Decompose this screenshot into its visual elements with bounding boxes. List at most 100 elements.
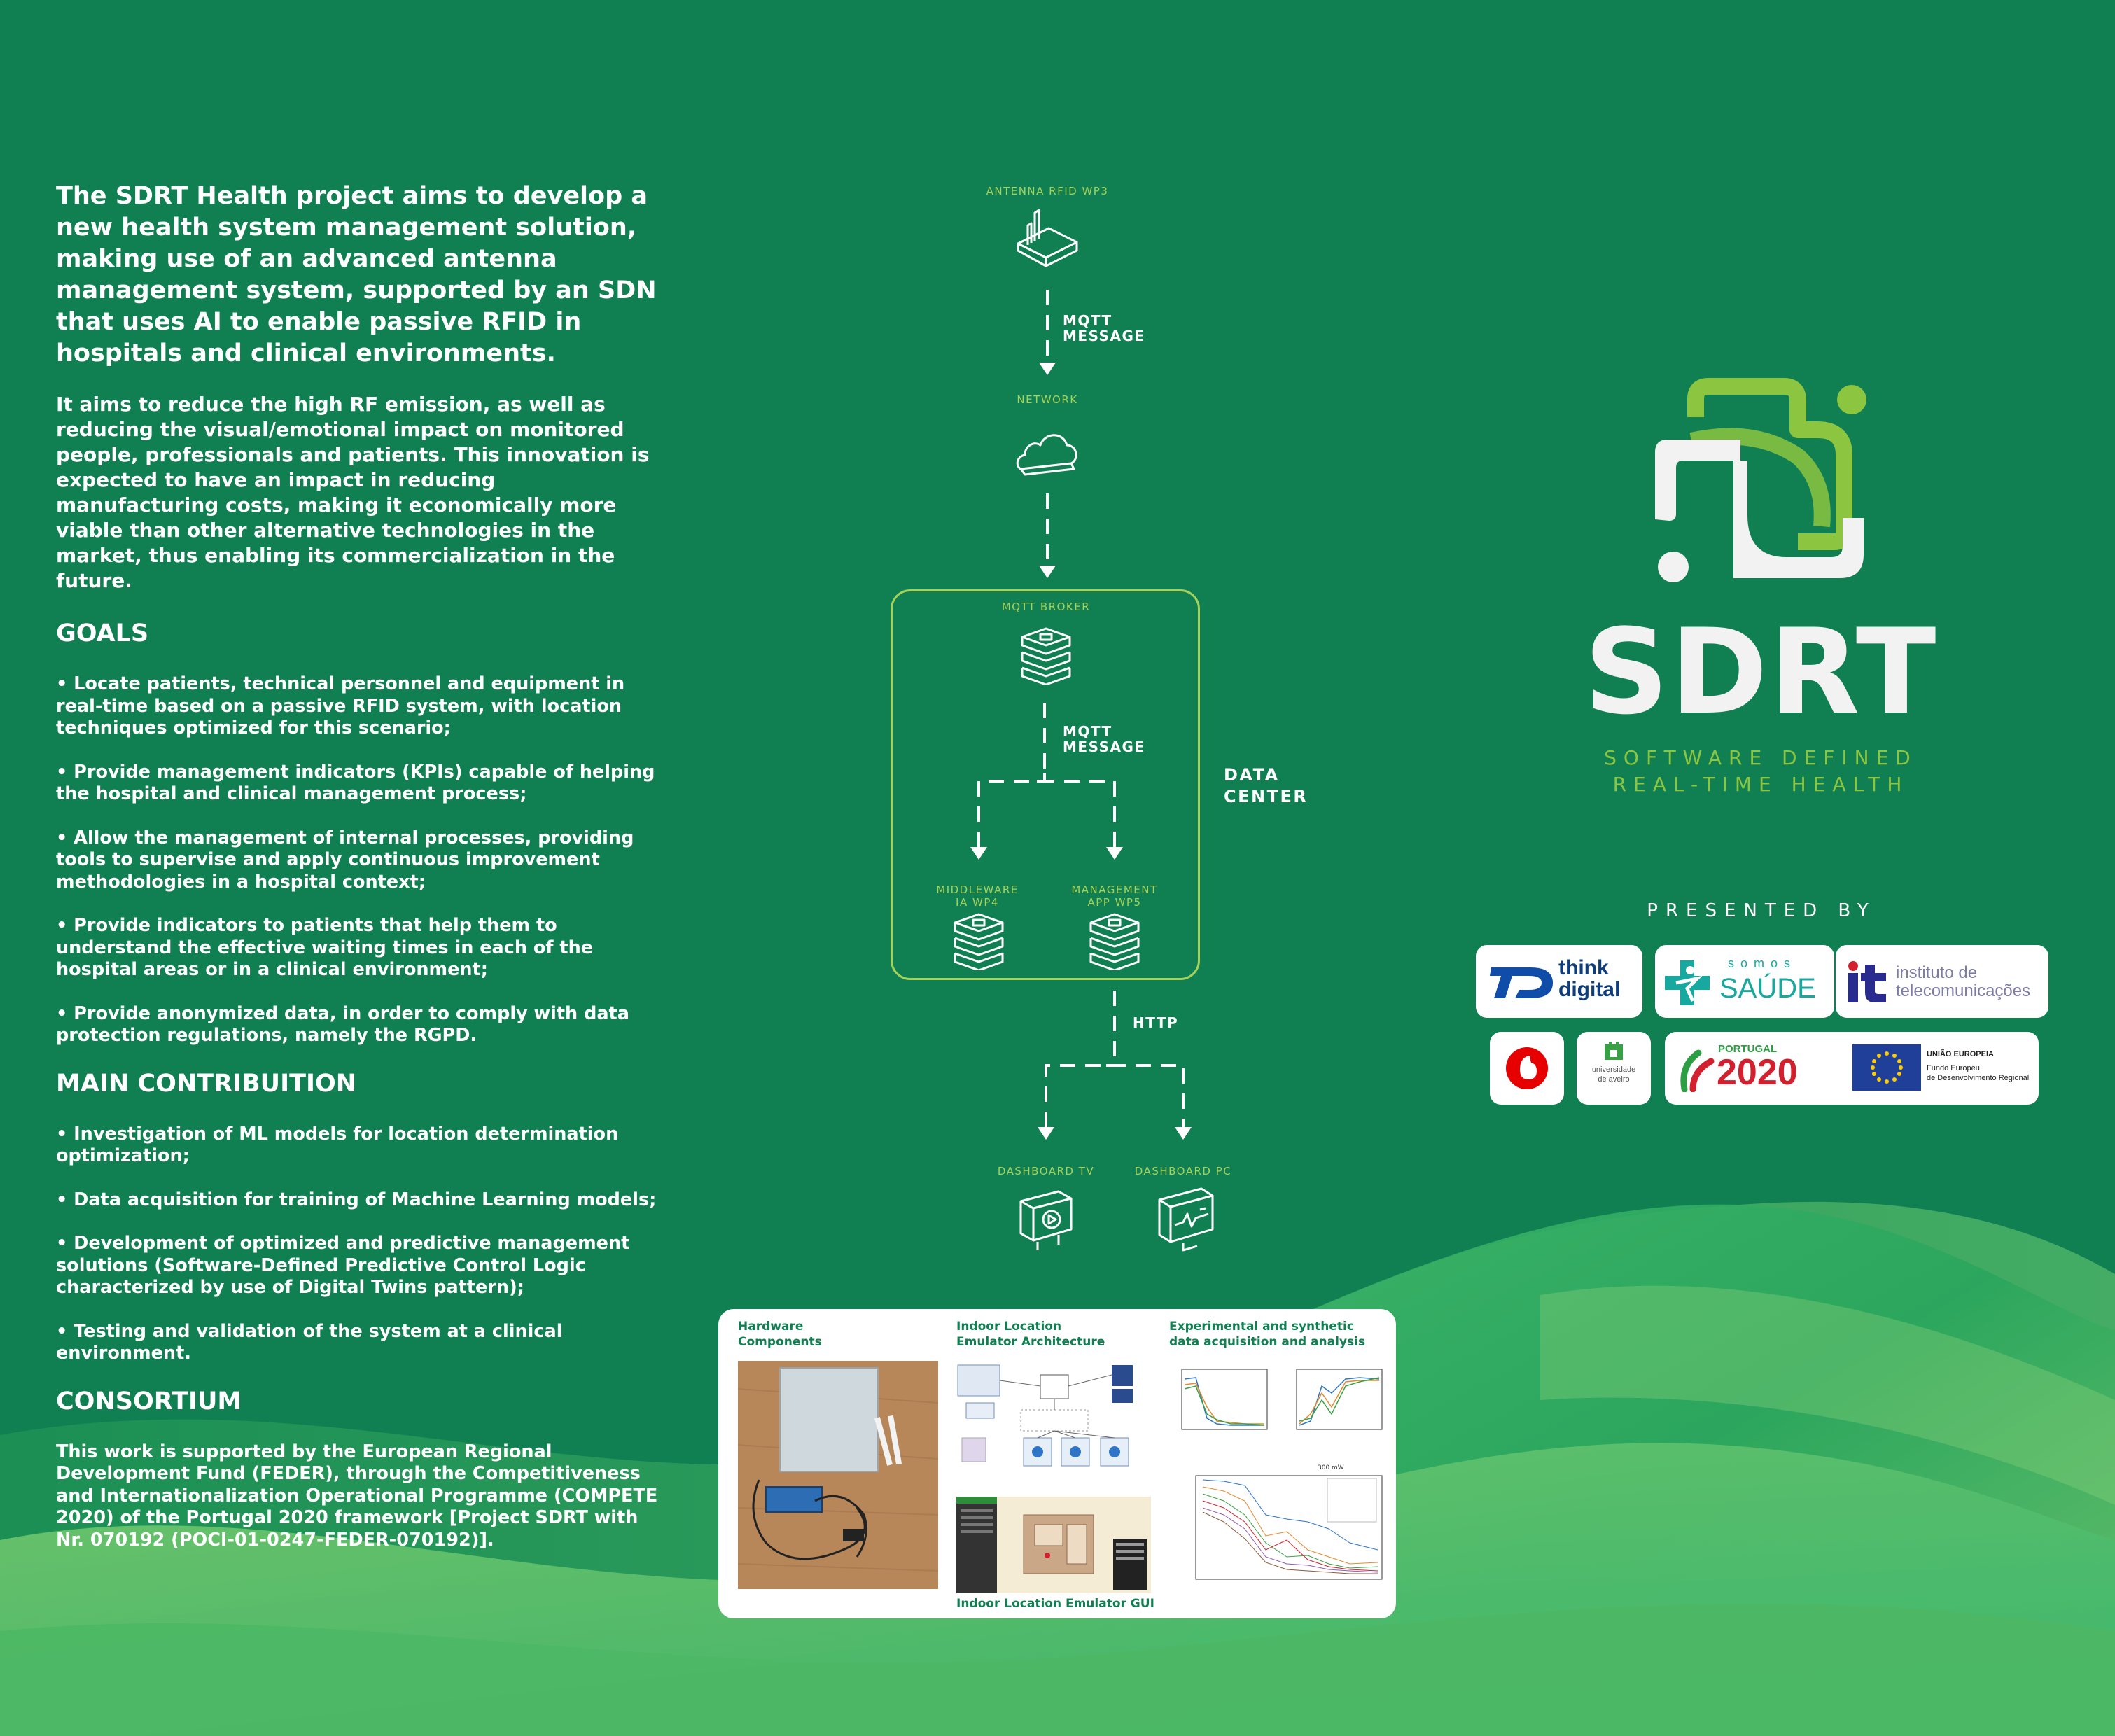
- emulator-gui-screenshot: [956, 1497, 1151, 1593]
- left-column: The SDRT Health project aims to develop …: [56, 181, 658, 1551]
- server-stack-icon: [1021, 627, 1071, 685]
- message-label-line: MESSAGE: [1063, 328, 1145, 344]
- analysis-chart-1: [1181, 1368, 1268, 1430]
- data-center-box: [891, 589, 1200, 980]
- architecture-title-line: Emulator Architecture: [956, 1335, 1105, 1349]
- analysis-title-line: data acquisition and analysis: [1169, 1335, 1366, 1349]
- center-label-line: CENTER: [1224, 787, 1308, 806]
- dashboard-pc-label: DASHBOARD PC: [1134, 1165, 1232, 1177]
- think-text: think: [1558, 956, 1609, 979]
- analysis-chart-2: [1296, 1368, 1383, 1430]
- goal-item: • Provide management indicators (KPIs) c…: [56, 761, 655, 805]
- it-mark-icon: [1848, 961, 1886, 1002]
- aveiro-mark-icon: [1605, 1042, 1623, 1060]
- wp5-label-line: APP WP5: [1087, 896, 1142, 909]
- instituto-text: instituto de: [1896, 963, 1978, 982]
- contribution-item: • Data acquisition for training of Machi…: [56, 1189, 657, 1210]
- think-digital-mark-icon: [1490, 967, 1553, 998]
- wp4-label-line: IA WP4: [956, 896, 999, 909]
- hardware-title: Hardware Components: [738, 1319, 822, 1350]
- server-stack-icon: [1089, 913, 1140, 970]
- somos-text: somos: [1728, 956, 1797, 970]
- tv-icon: [1019, 1190, 1073, 1250]
- goal-item: • Provide indicators to patients that he…: [56, 915, 594, 980]
- antenna-label: ANTENNA RFID WP3: [986, 185, 1109, 197]
- emulator-gui-title: Indoor Location Emulator GUI: [956, 1597, 1154, 1611]
- subtitle-line-2: REAL-TIME HEALTH: [1612, 773, 1909, 796]
- goal-item: • Allow the management of internal proce…: [56, 827, 634, 892]
- contribution-item: • Development of optimized and predictiv…: [56, 1233, 630, 1298]
- eu-text-2: Fundo Europeu: [1927, 1064, 1980, 1072]
- contribution-list: • Investigation of ML models for locatio…: [56, 1124, 658, 1365]
- portugal-text: PORTUGAL: [1718, 1043, 1778, 1055]
- eu-text-1: UNIÃO EUROPEIA: [1927, 1050, 1994, 1058]
- analysis-chart-3: [1195, 1475, 1383, 1580]
- middleware-label-line: MIDDLEWARE: [936, 883, 1019, 896]
- mqtt-message-label-1: MQTT MESSAGE: [1063, 313, 1145, 344]
- digital-text: digital: [1558, 978, 1621, 1001]
- results-panel: Hardware Components Indoor Location Emul…: [718, 1309, 1396, 1618]
- think-digital-logo: think digital: [1476, 945, 1642, 1018]
- description-paragraph: It aims to reduce the high RF emission, …: [56, 393, 650, 592]
- consortium-section: CONSORTIUM This work is supported by the…: [56, 1387, 658, 1552]
- telecom-text: telecomunicações: [1896, 981, 2031, 1000]
- vodafone-logo: [1490, 1032, 1564, 1105]
- main-contribution-section: MAIN CONTRIBUITION • Investigation of ML…: [56, 1069, 658, 1365]
- hardware-title-line: Hardware: [738, 1320, 804, 1334]
- saude-text: SAÚDE: [1719, 973, 1816, 1004]
- main-contribution-heading: MAIN CONTRIBUITION: [56, 1069, 357, 1098]
- goal-item: • Locate patients, technical personnel a…: [56, 673, 625, 738]
- consortium-heading: CONSORTIUM: [56, 1387, 242, 1415]
- aveiro-text-1: universidade: [1591, 1065, 1636, 1074]
- aveiro-text-2: de aveiro: [1598, 1075, 1630, 1084]
- goals-section: GOALS • Locate patients, technical perso…: [56, 619, 658, 1047]
- management-label: MANAGEMENT APP WP5: [1071, 883, 1157, 909]
- universidade-aveiro-logo: universidade de aveiro: [1577, 1032, 1651, 1105]
- experimental-title-line: Experimental and synthetic: [1169, 1320, 1354, 1334]
- presented-by-label: PRESENTED BY: [1647, 900, 1876, 921]
- eu-flag-icon: [1852, 1044, 1921, 1091]
- antenna-icon: [1017, 209, 1078, 267]
- emulator-architecture-diagram: [957, 1364, 1133, 1466]
- mqtt-message-label-2: MQTT MESSAGE: [1063, 724, 1145, 755]
- portugal-2020-mark-icon: [1680, 1049, 1715, 1092]
- somos-saude-mark-icon: [1665, 960, 1710, 1005]
- dashboard-tv-label: DASHBOARD TV: [997, 1165, 1095, 1177]
- portugal-2020-eu-logo: PORTUGAL 2020 UNIÃO EUROPEIA Fundo Europ…: [1665, 1032, 2039, 1105]
- intro-text: The SDRT Health project aims to develop …: [56, 182, 657, 368]
- contribution-item: • Testing and validation of the system a…: [56, 1320, 563, 1364]
- hardware-photo: [738, 1361, 938, 1589]
- subtitle-line-1: SOFTWARE DEFINED: [1604, 746, 1918, 769]
- data-center-label: DATA CENTER: [1224, 764, 1308, 808]
- mqtt-label-line: MQTT: [1063, 312, 1112, 329]
- p2020-text: 2020: [1717, 1052, 1798, 1093]
- consortium-text: This work is supported by the European R…: [56, 1441, 658, 1550]
- brand-title: SDRT: [1584, 603, 1938, 741]
- mqtt-label-line: MQTT: [1063, 723, 1112, 740]
- experimental-title: Experimental and synthetic data acquisit…: [1169, 1319, 1365, 1350]
- vodafone-mark-icon: [1506, 1047, 1548, 1089]
- goal-item: • Provide anonymized data, in order to c…: [56, 1002, 629, 1046]
- emulator-architecture-title: Indoor Location Emulator Architecture: [956, 1319, 1105, 1350]
- data-label-line: DATA: [1224, 765, 1280, 785]
- goals-list: • Locate patients, technical personnel a…: [56, 673, 658, 1047]
- server-stack-icon: [954, 913, 1004, 970]
- network-label: NETWORK: [1017, 393, 1078, 406]
- contribution-item: • Investigation of ML models for locatio…: [56, 1123, 619, 1167]
- message-label-line: MESSAGE: [1063, 738, 1145, 755]
- management-label-line: MANAGEMENT: [1071, 883, 1158, 896]
- mqtt-broker-label: MQTT BROKER: [1001, 601, 1091, 613]
- cloud-icon: [1016, 434, 1077, 476]
- components-title-line: Components: [738, 1335, 822, 1349]
- http-label: HTTP: [1133, 1014, 1179, 1031]
- emulator-title-line: Indoor Location: [956, 1320, 1062, 1334]
- middleware-label: MIDDLEWARE IA WP4: [936, 883, 1018, 909]
- goals-heading: GOALS: [56, 620, 149, 648]
- chart-300mw-title: 300 mW: [1318, 1464, 1344, 1471]
- sdrt-logo-icon: [1655, 378, 1866, 582]
- eu-text-3: de Desenvolvimento Regional: [1927, 1074, 2030, 1082]
- somos-saude-logo: somos SAÚDE: [1655, 945, 1834, 1018]
- pc-monitor-icon: [1158, 1187, 1214, 1252]
